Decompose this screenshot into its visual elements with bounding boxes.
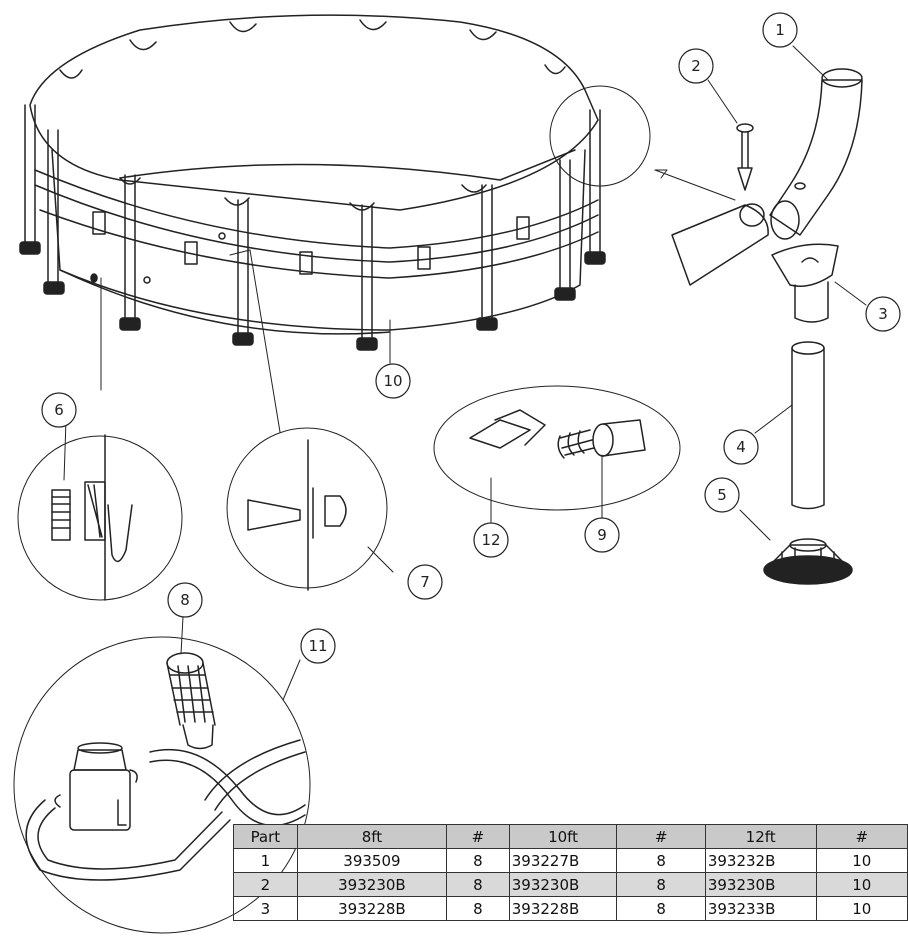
part-12-patches [469,409,546,449]
pool-assembly [19,14,606,351]
callout-11: 11 [300,628,336,664]
part-11-pump-and-hoses [25,739,306,881]
header-qty-12ft: # [815,824,908,849]
table-cell: 10 [815,872,908,897]
table-header-row: Part 8ft # 10ft # 12ft # [233,824,908,849]
header-qty-8ft: # [446,824,510,849]
callout-12: 12 [473,522,509,558]
table-cell: 10 [815,848,908,873]
svg-text:1: 1 [775,21,785,39]
svg-text:11: 11 [308,637,327,655]
svg-text:5: 5 [717,486,727,504]
table-cell: 8 [616,896,706,921]
table-row: 3 393228B 8 393228B 8 393233B 10 [233,896,908,921]
header-12ft: 12ft [704,824,817,849]
table-cell: 8 [446,848,510,873]
svg-text:10: 10 [383,372,402,390]
table-cell: 393230B [704,872,817,897]
svg-text:2: 2 [691,57,701,75]
table-cell: 8 [446,872,510,897]
part-9-valve [557,419,646,459]
header-part: Part [233,824,298,849]
callout-5: 5 [704,477,740,513]
callout-9: 9 [584,517,620,553]
callout-4: 4 [723,429,759,465]
part-6-nozzle [51,434,133,601]
table-cell: 393228B [296,896,448,921]
part-8-strainer [166,652,216,750]
table-cell: 8 [616,848,706,873]
callout-8: 8 [167,582,203,618]
svg-text:7: 7 [420,573,430,591]
callout-1: 1 [762,12,798,48]
table-cell: 393228B [508,896,618,921]
table-cell: 393230B [296,872,448,897]
table-cell: 393509 [296,848,448,873]
table-cell: 8 [446,896,510,921]
callout-10: 10 [375,363,411,399]
table-cell: 2 [233,872,298,897]
svg-text:4: 4 [736,438,746,456]
table-cell: 393232B [704,848,817,873]
callout-3: 3 [865,296,901,332]
svg-text:8: 8 [180,591,190,609]
table-row: 1 393509 8 393227B 8 393232B 10 [233,848,908,873]
part-3-t-connector [771,243,839,323]
table-cell: 393233B [704,896,817,921]
table-row: 2 393230B 8 393230B 8 393230B 10 [233,872,908,897]
svg-text:3: 3 [878,305,888,323]
table-cell: 10 [815,896,908,921]
parts-table: Part 8ft # 10ft # 12ft # 1 393509 8 3932… [233,824,908,921]
part-7-plug [247,439,347,591]
part-1-elbow-joint [769,68,863,240]
table-cell: 8 [616,872,706,897]
part-5-foot [763,538,853,585]
table-cell: 1 [233,848,298,873]
part-2-pin [736,123,754,191]
header-10ft: 10ft [508,824,618,849]
header-qty-10ft: # [616,824,706,849]
table-cell: 3 [233,896,298,921]
table-cell: 393230B [508,872,618,897]
callout-2: 2 [678,48,714,84]
callout-7: 7 [407,564,443,600]
callout-6: 6 [41,392,77,428]
svg-text:12: 12 [481,531,500,549]
header-8ft: 8ft [296,824,448,849]
svg-text:6: 6 [54,401,64,419]
table-cell: 393227B [508,848,618,873]
part-4-leg-pipe [791,341,825,510]
svg-text:9: 9 [597,526,607,544]
